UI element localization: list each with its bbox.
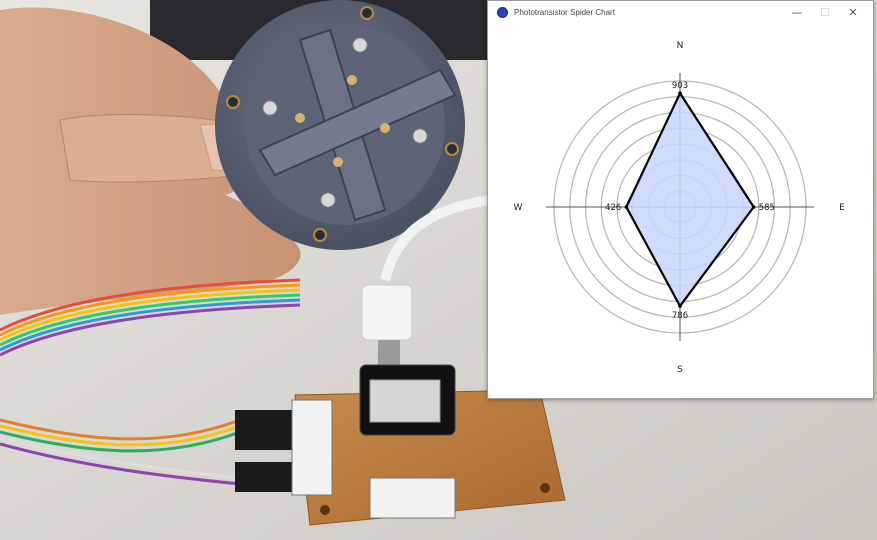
- value-label: 903: [672, 81, 688, 91]
- value-label: 585: [759, 203, 775, 213]
- value-label: 426: [605, 203, 621, 213]
- pin-label-block-bottom: [369, 477, 456, 519]
- data-point: [624, 205, 629, 209]
- screw: [352, 37, 368, 53]
- data-layer: [624, 90, 756, 309]
- usb-cable: [380, 195, 491, 282]
- data-point: [678, 304, 682, 308]
- window-controls: — ☐ ✕: [783, 1, 867, 23]
- phototransistor: [333, 157, 343, 167]
- maximize-button[interactable]: ☐: [820, 5, 830, 19]
- title-bar[interactable]: Phototransistor Spider Chart — ☐ ✕: [488, 1, 873, 23]
- pcb-mount-hole: [540, 483, 550, 493]
- screw: [412, 128, 428, 144]
- chart-area: N E S W 903 585 786 426: [488, 23, 873, 398]
- ribbon-cable-top: [0, 278, 301, 357]
- value-label: 786: [672, 311, 688, 321]
- screw: [320, 192, 336, 208]
- axis-label-e: E: [839, 203, 845, 213]
- screw: [262, 100, 278, 116]
- phototransistor: [295, 113, 305, 123]
- header-pins-lower: [235, 462, 295, 492]
- data-point: [751, 205, 756, 209]
- app-window[interactable]: Phototransistor Spider Chart — ☐ ✕ N E S W 9…: [487, 0, 874, 399]
- radar-chart: N E S W 903 585 786 426: [514, 41, 846, 375]
- phototransistor: [380, 123, 390, 133]
- axis-label-n: N: [677, 41, 684, 51]
- data-point: [678, 91, 682, 96]
- ribbon-cable-bottom: [0, 418, 241, 486]
- pin-label-block: [291, 399, 333, 496]
- phototransistor: [347, 75, 357, 85]
- window-title: Phototransistor Spider Chart: [514, 7, 615, 17]
- close-button[interactable]: ✕: [848, 5, 858, 19]
- mount-hole: [226, 95, 240, 109]
- minimize-button[interactable]: —: [791, 5, 803, 19]
- axis-label-s: S: [677, 365, 683, 375]
- usb-plug: [361, 284, 413, 341]
- header-pins-left: [235, 410, 295, 450]
- mount-hole: [360, 6, 374, 20]
- data-polygon: [625, 90, 756, 309]
- rf-shield: [369, 379, 441, 423]
- label-layer: N E S W 903 585 786 426: [514, 41, 846, 375]
- axis-label-w: W: [514, 203, 523, 213]
- usb-connector: [378, 340, 400, 368]
- pcb-mount-hole: [320, 505, 330, 515]
- app-icon: [497, 6, 508, 18]
- mount-hole: [445, 142, 459, 156]
- mount-hole: [313, 228, 327, 242]
- cross-baffle-2: [258, 68, 457, 177]
